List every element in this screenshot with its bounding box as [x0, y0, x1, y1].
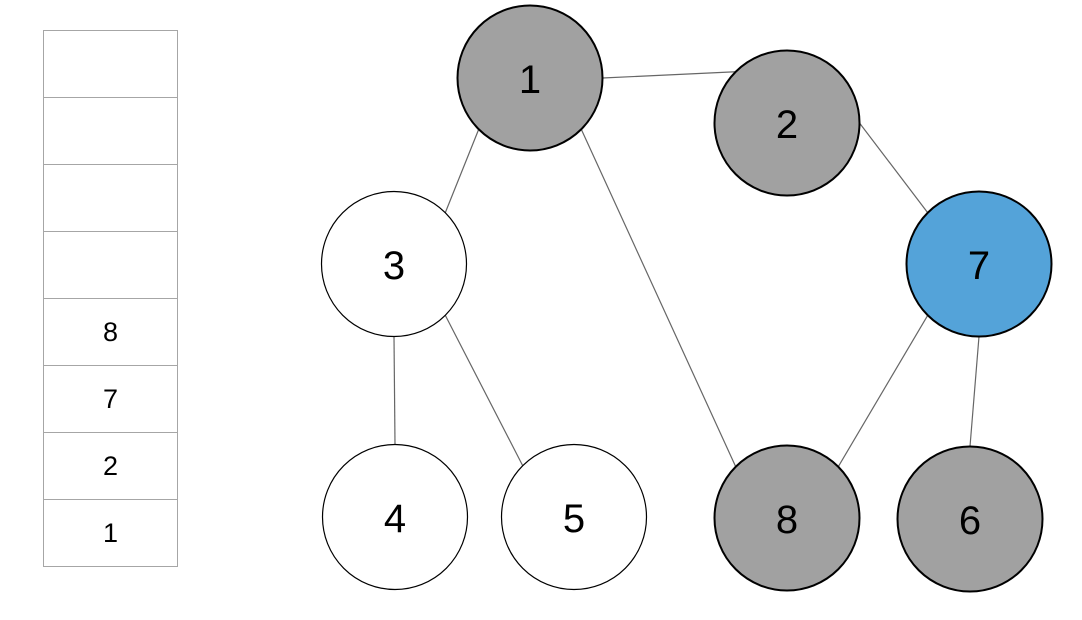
stack-panel: 8 7 2 1 — [43, 30, 178, 567]
edge-7-8 — [837, 314, 929, 468]
node-circle-current[interactable] — [905, 190, 1053, 338]
edge-1-3 — [444, 129, 480, 213]
graph-node-3[interactable]: 3 — [320, 190, 468, 338]
node-circle-visited[interactable] — [456, 4, 604, 152]
node-circle-unvisited[interactable] — [500, 443, 648, 591]
node-circle-visited[interactable] — [713, 444, 861, 592]
stack-cell-2 — [43, 164, 178, 232]
node-circle-unvisited[interactable] — [321, 443, 469, 591]
stack-cell-7: 1 — [43, 499, 178, 567]
graph-node-5[interactable]: 5 — [500, 443, 648, 591]
graph-node-7[interactable]: 7 — [905, 190, 1053, 338]
graph-node-4[interactable]: 4 — [321, 443, 469, 591]
stack-cell-value: 7 — [102, 383, 119, 414]
stack-cell-5: 7 — [43, 365, 178, 433]
stack-cell-value: 8 — [102, 316, 119, 347]
edge-3-4 — [393, 336, 396, 445]
graph-node-6[interactable]: 6 — [896, 445, 1044, 593]
stack-cell-value: 2 — [102, 450, 119, 481]
stack-cell-1 — [43, 97, 178, 165]
graph-node-8[interactable]: 8 — [713, 444, 861, 592]
graph-node-2[interactable]: 2 — [713, 49, 861, 197]
node-circle-unvisited[interactable] — [320, 190, 468, 338]
stack-cell-3 — [43, 231, 178, 299]
edge-3-5 — [444, 314, 524, 467]
stack-cell-4: 8 — [43, 298, 178, 366]
edge-2-7 — [859, 122, 929, 214]
edge-7-6 — [969, 336, 980, 447]
node-circle-visited[interactable] — [713, 49, 861, 197]
stack-cell-value: 1 — [102, 517, 119, 548]
edge-1-8 — [580, 129, 737, 467]
node-circle-visited[interactable] — [896, 445, 1044, 593]
stack-cell-0 — [43, 30, 178, 98]
graph-node-1[interactable]: 1 — [456, 4, 604, 152]
stack-cell-6: 2 — [43, 432, 178, 500]
edge-1-2 — [602, 71, 736, 79]
